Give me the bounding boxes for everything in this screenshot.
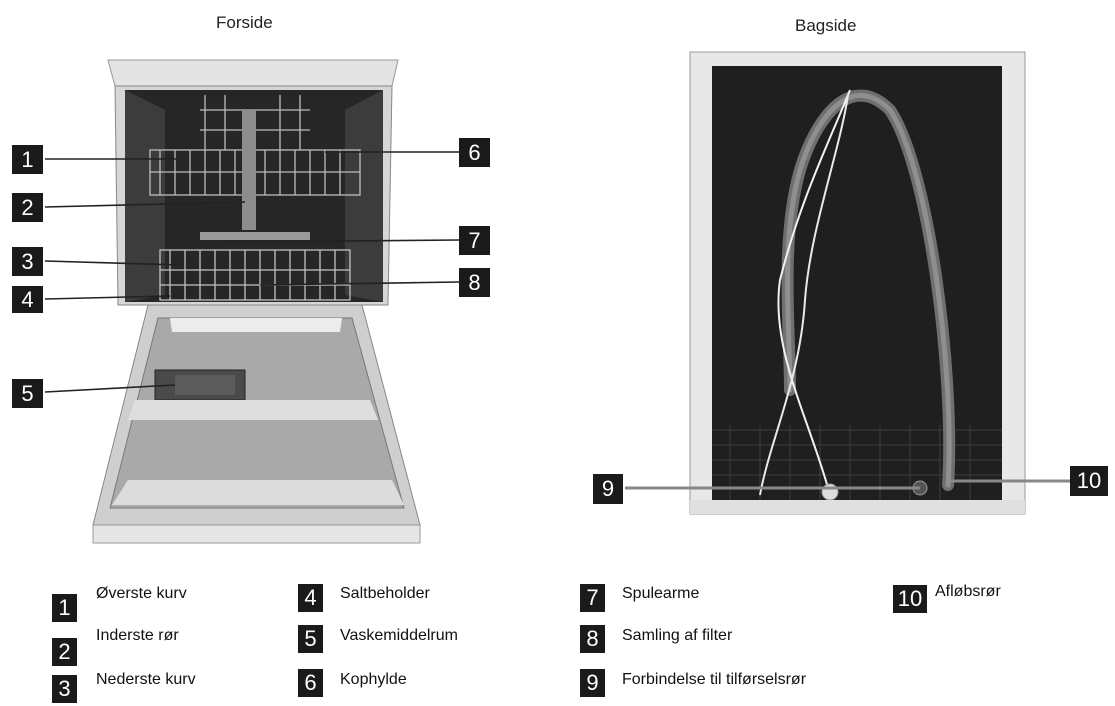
- legend-badge-2: 2: [52, 638, 77, 666]
- legend-badge-3: 3: [52, 675, 77, 703]
- legend-label-5: Vaskemiddelrum: [340, 627, 458, 644]
- callout-8: 8: [459, 268, 490, 297]
- callout-4: 4: [12, 286, 43, 313]
- legend-label-7: Spulearme: [622, 585, 700, 602]
- legend-label-4: Saltbeholder: [340, 585, 430, 602]
- back-dishwasher-photo: [689, 51, 1026, 515]
- legend-badge-1: 1: [52, 594, 77, 622]
- legend-badge-6: 6: [298, 669, 323, 697]
- back-view-title: Bagside: [795, 16, 857, 35]
- legend-label-8: Samling af filter: [622, 627, 733, 644]
- callout-2: 2: [12, 193, 43, 222]
- callout-5: 5: [12, 379, 43, 408]
- callout-9: 9: [593, 474, 623, 504]
- callout-1: 1: [12, 145, 43, 174]
- front-leader-lines: [44, 151, 460, 393]
- legend-badge-8: 8: [580, 625, 605, 653]
- back-leader-lines: [625, 479, 1070, 490]
- legend-label-2: Inderste rør: [96, 627, 179, 644]
- legend-badge-7: 7: [580, 584, 605, 612]
- legend-badge-4: 4: [298, 584, 323, 612]
- legend-label-9: Forbindelse til tilførselsrør: [622, 671, 807, 688]
- legend-label-3: Nederste kurv: [96, 671, 196, 688]
- callout-3: 3: [12, 247, 43, 276]
- legend-label-1: Øverste kurv: [96, 585, 187, 602]
- legend-badge-9: 9: [580, 669, 605, 697]
- callout-6: 6: [459, 138, 490, 167]
- legend-label-6: Kophylde: [340, 671, 407, 688]
- callout-7: 7: [459, 226, 490, 255]
- legend-badge-10: 10: [893, 585, 927, 613]
- legend-label-10: Afløbsrør: [935, 583, 1001, 600]
- front-view-title: Forside: [216, 13, 273, 32]
- callout-10: 10: [1070, 466, 1108, 496]
- legend-badge-5: 5: [298, 625, 323, 653]
- front-dishwasher-photo: [92, 59, 421, 544]
